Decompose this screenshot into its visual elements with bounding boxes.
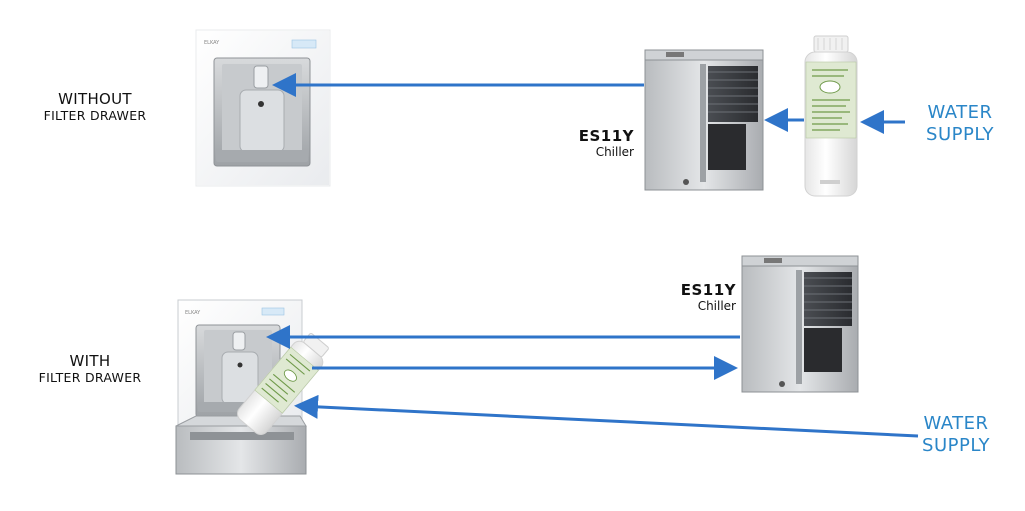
arrow-supply-to-filter-bottom [294, 394, 919, 438]
water-supply-bottom-line1: WATER [923, 413, 989, 434]
station-label-top-line2: FILTER DRAWER [43, 108, 147, 123]
chiller-label-bottom: ES11Y Chiller [660, 281, 736, 314]
station-label-bottom: WITH FILTER DRAWER [20, 352, 160, 386]
chiller-top [644, 49, 764, 191]
station-label-bottom-line1: WITH [69, 352, 111, 370]
chiller-bottom [741, 255, 859, 393]
water-supply-bottom-line2: SUPPLY [922, 435, 990, 456]
water-supply-label-top: WATER SUPPLY [912, 102, 1008, 146]
chiller-kind-bottom: Chiller [697, 299, 736, 313]
station-bottom: ELKAY [175, 299, 329, 475]
chiller-label-top: ES11Y Chiller [560, 127, 634, 160]
brand-mark-top: ELKAY [204, 40, 220, 46]
filter-top [804, 35, 858, 197]
water-supply-top-line2: SUPPLY [926, 124, 994, 145]
water-supply-label-bottom: WATER SUPPLY [906, 413, 1006, 457]
station-label-bottom-line2: FILTER DRAWER [38, 370, 142, 385]
station-label-top-line1: WITHOUT [58, 90, 132, 108]
brand-mark-bottom: ELKAY [185, 310, 201, 316]
chiller-model-top: ES11Y [578, 127, 634, 145]
chiller-model-bottom: ES11Y [680, 281, 736, 299]
water-supply-top-line1: WATER [927, 102, 993, 123]
station-top: ELKAY [195, 29, 331, 187]
flow-arrows [266, 73, 919, 438]
chiller-kind-top: Chiller [595, 145, 634, 159]
station-label-top: WITHOUT FILTER DRAWER [30, 90, 160, 124]
